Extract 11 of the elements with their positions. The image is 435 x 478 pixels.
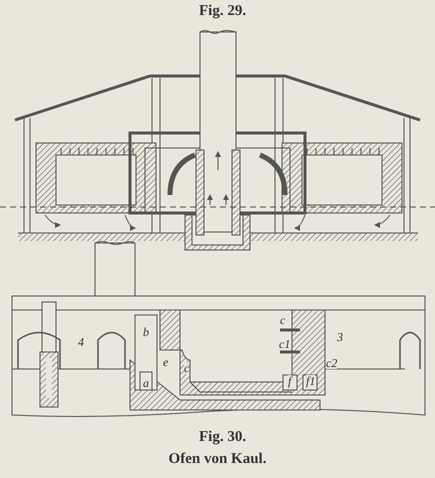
part-letter: c1 <box>279 338 290 350</box>
part-letter: f <box>288 375 292 387</box>
fig-number: Fig. 30. <box>199 430 246 445</box>
part-letter: c2 <box>326 357 338 369</box>
fig-number: Fig. 29. <box>199 4 246 19</box>
part-number: 3 <box>337 331 343 343</box>
part-letter: b <box>143 326 149 338</box>
figure-caption: Ofen von Kaul. <box>168 452 268 467</box>
part-number: 4 <box>78 336 84 348</box>
part-letter: c <box>184 362 190 374</box>
part-letter: f1 <box>306 375 316 387</box>
